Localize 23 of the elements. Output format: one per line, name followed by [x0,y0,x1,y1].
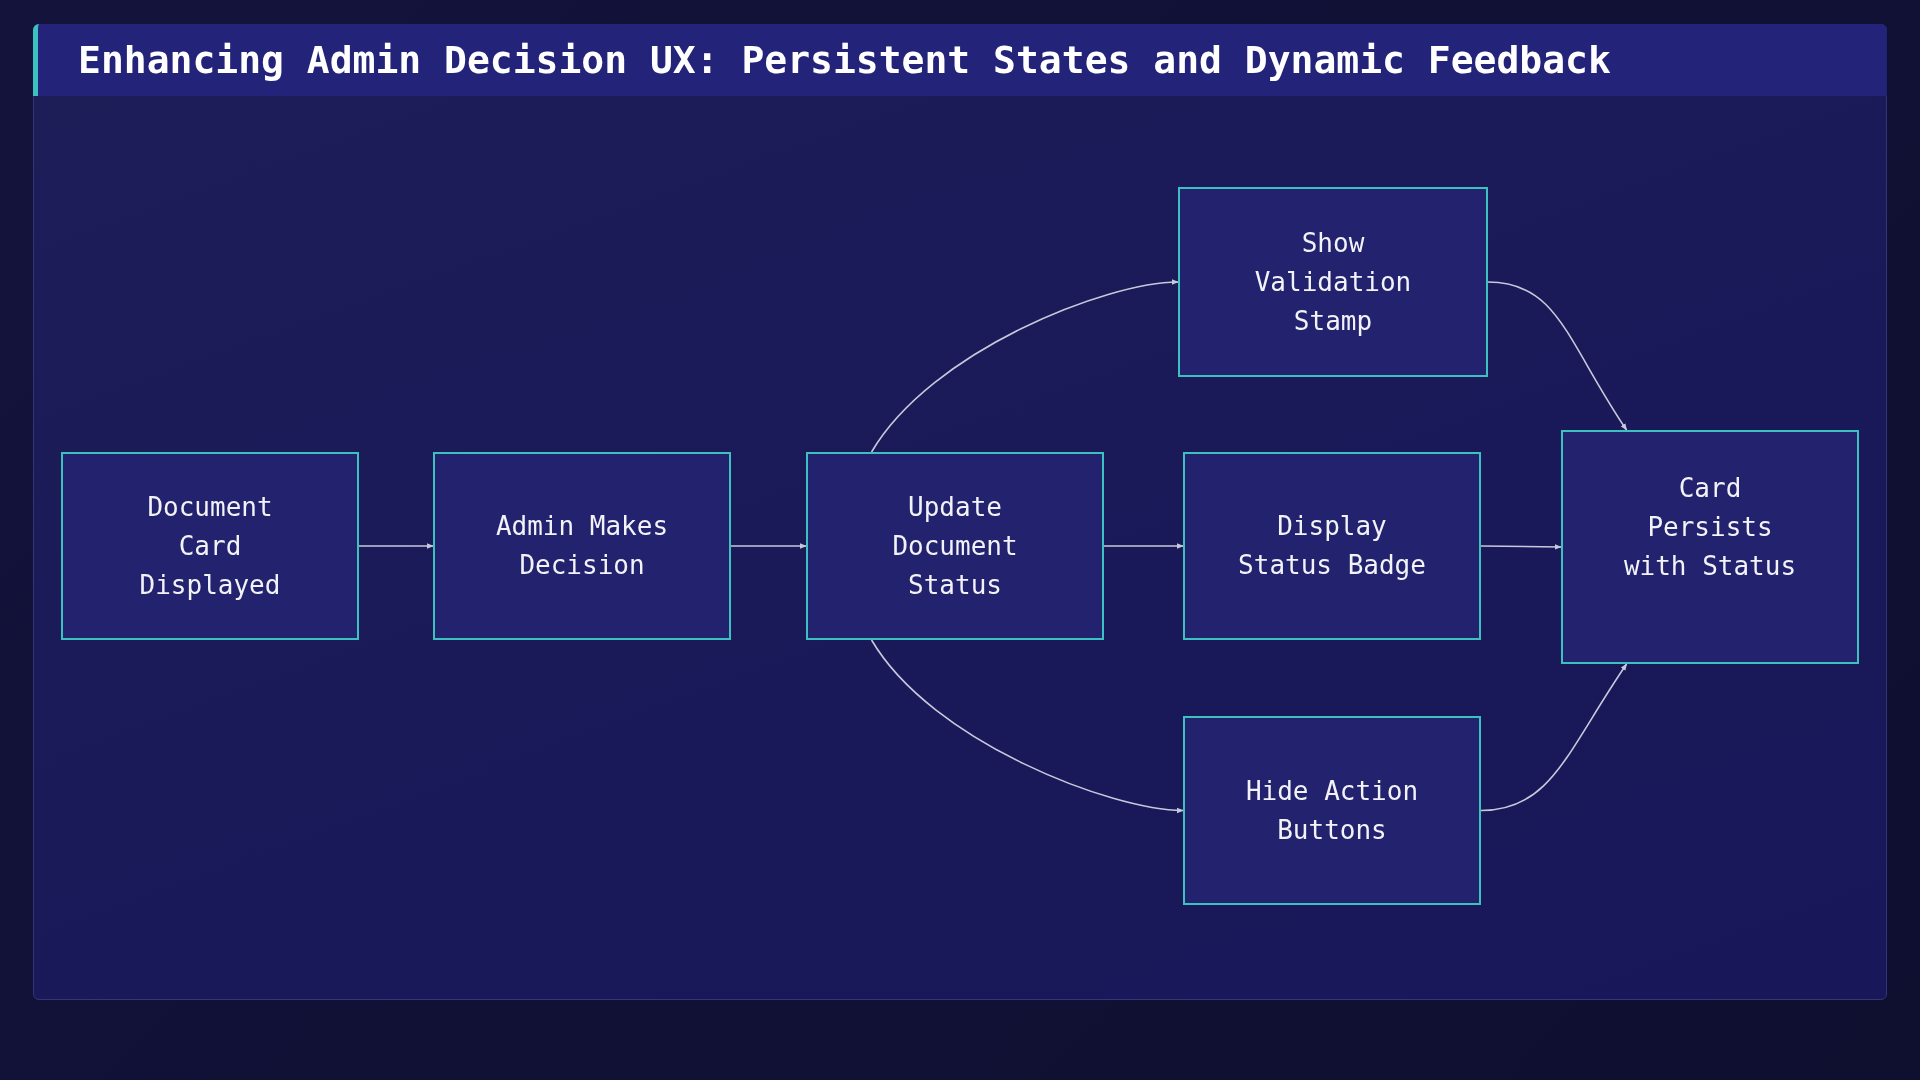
box-label: Document Card Displayed [138,490,282,602]
process-box [61,452,359,640]
process-box [1561,430,1859,664]
arrow [730,543,807,549]
arrow [1487,281,1628,431]
box-label: Display Status Badge [1238,510,1426,582]
box-label: Card Persists with Status [1622,472,1798,583]
box-label: Admin Makes Decision [494,510,670,582]
process-box [1178,187,1488,377]
process-box [806,452,1104,640]
arrow [358,543,434,549]
process-box [1183,452,1481,640]
arrow [1480,544,1562,550]
process-box [1183,716,1481,905]
arrow [1480,663,1628,812]
box-label: Show Validation Stamp [1253,226,1413,338]
arrow [870,639,1184,813]
box-label: Update Document Status [891,490,1019,602]
title: Enhancing Admin Decision UX: Persistent States and Dynamic Feedback [78,38,1611,82]
box-label: Hide Action Buttons [1244,774,1420,847]
arrow [870,279,1179,453]
process-box [433,452,731,640]
arrow [1103,543,1184,549]
